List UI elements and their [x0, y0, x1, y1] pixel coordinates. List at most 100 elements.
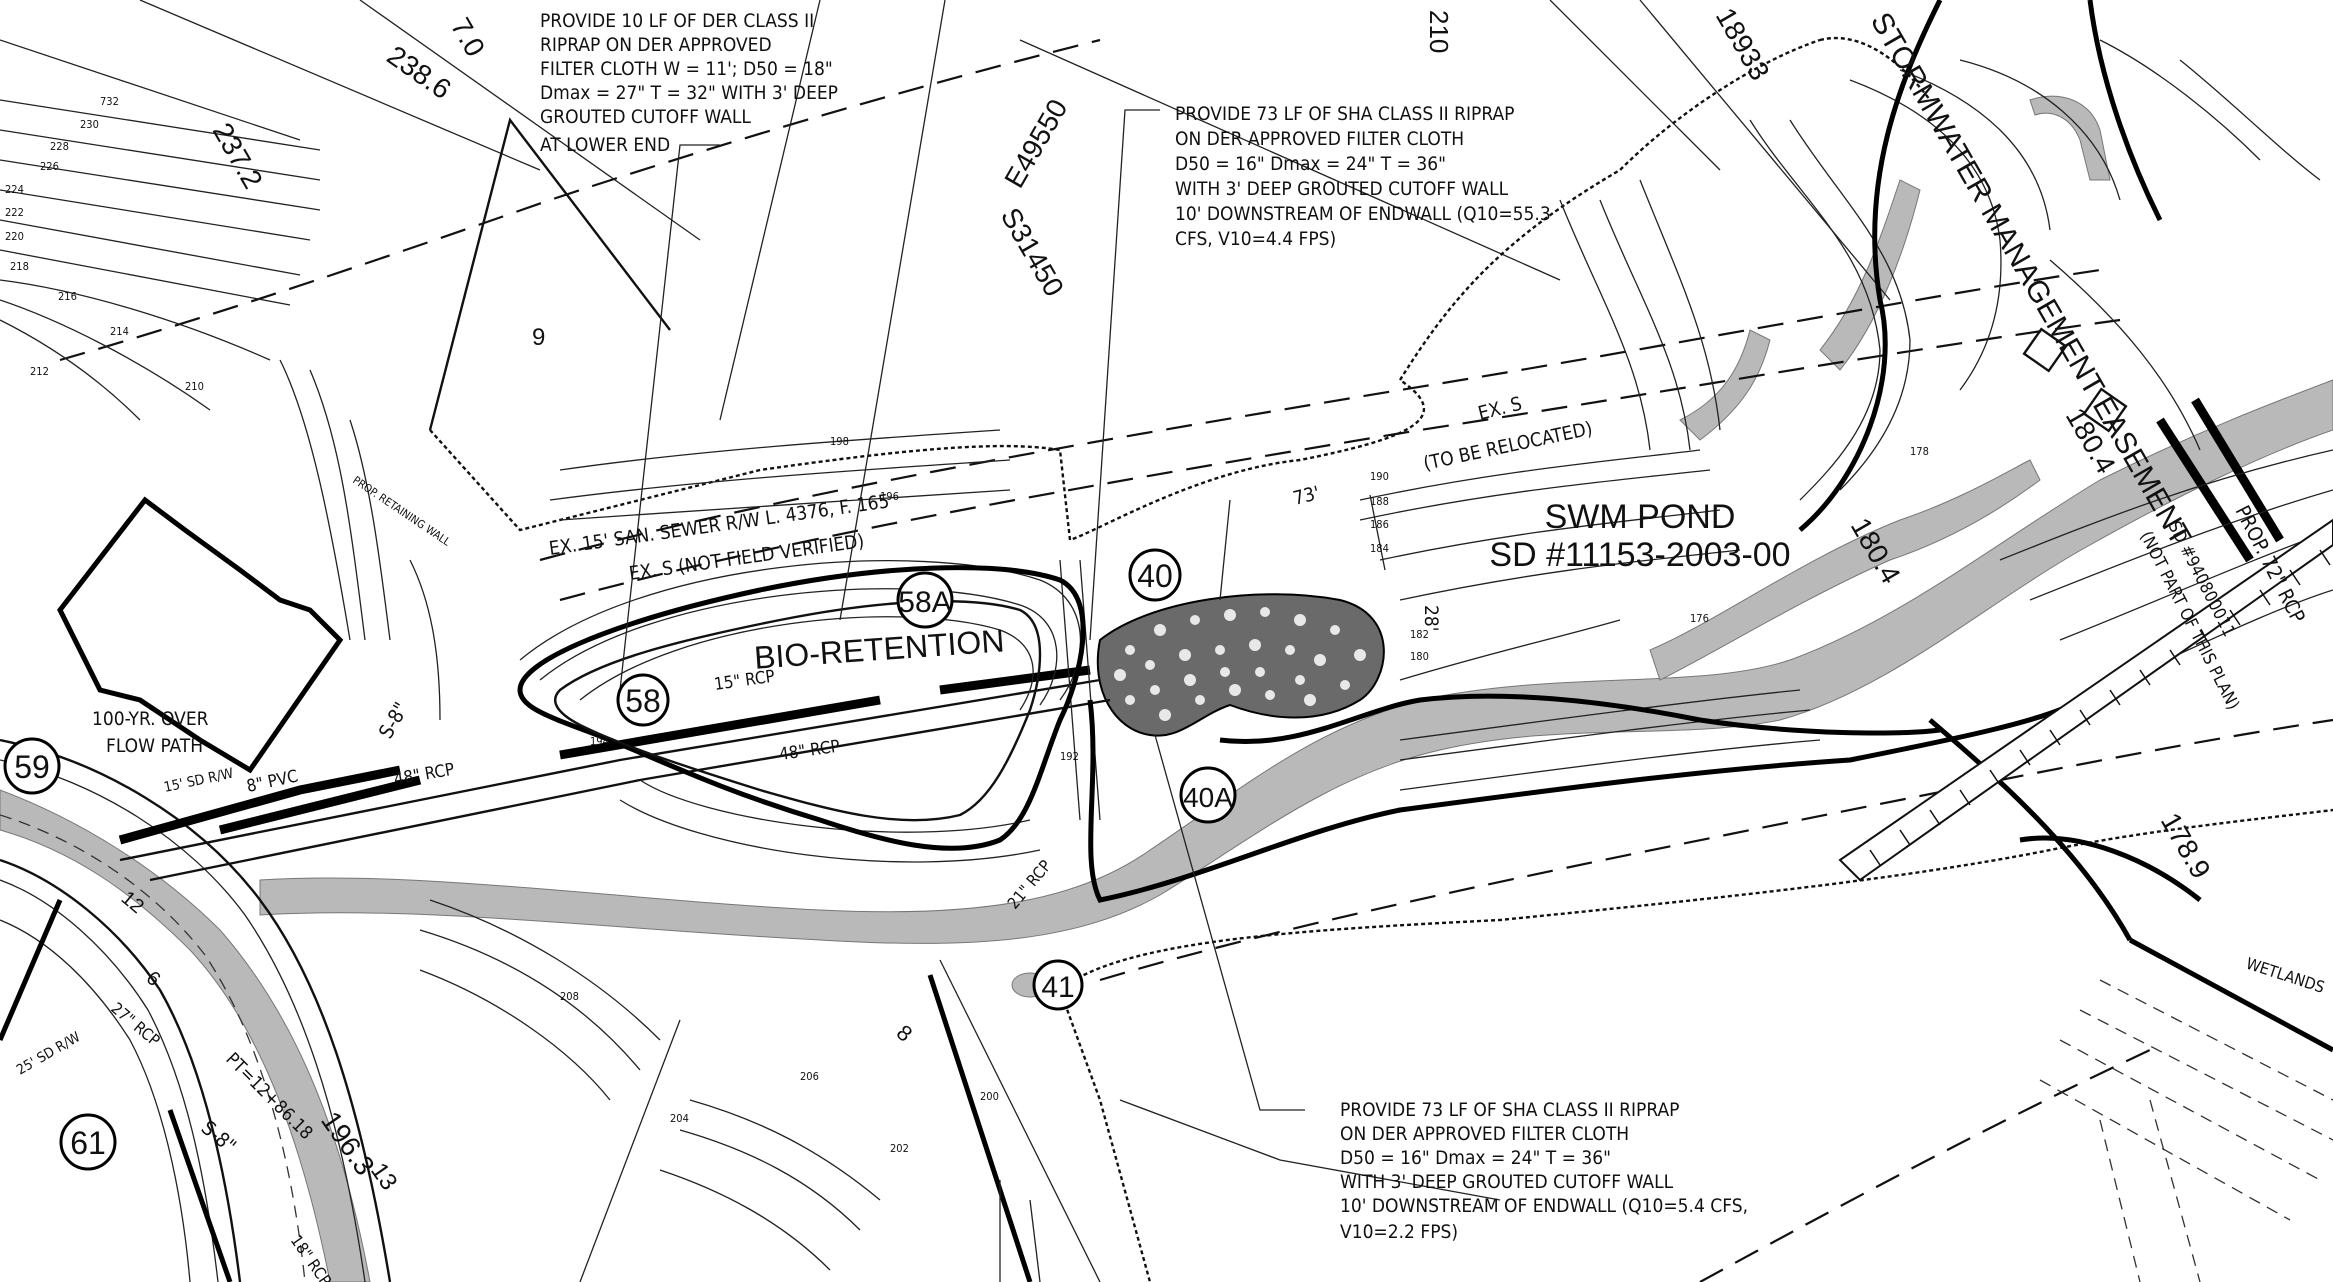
svg-text:58A: 58A: [898, 586, 951, 619]
num-70: 7.0: [445, 13, 491, 62]
s-8-label: S-8": [374, 698, 414, 743]
svg-text:10' DOWNSTREAM OF ENDWALL (Q10: 10' DOWNSTREAM OF ENDWALL (Q10=5.4 CFS,: [1340, 1195, 1748, 1217]
swale-channel: [259, 379, 2333, 945]
svg-text:732: 732: [100, 95, 119, 108]
svg-text:PROVIDE 73 LF OF SHA CLASS II: PROVIDE 73 LF OF SHA CLASS II RIPRAP: [1175, 103, 1514, 125]
coord-s: S31450: [995, 203, 1070, 302]
stream-line: [1928, 718, 2333, 1053]
svg-text:PROVIDE 10 LF OF DER CLASS II: PROVIDE 10 LF OF DER CLASS II: [540, 10, 814, 32]
svg-text:200: 200: [980, 1090, 999, 1103]
pond-bench-shade-3: [1679, 329, 1771, 441]
svg-text:224: 224: [5, 183, 24, 196]
structure-58a: 58A: [896, 571, 954, 629]
svg-text:Dmax = 27" T = 32" WITH 3' DE: Dmax = 27" T = 32" WITH 3' DEEP: [540, 82, 838, 104]
building-footprint: [57, 496, 344, 774]
svg-text:D50 = 16" Dmax = 24" T = 36": D50 = 16" Dmax = 24" T = 36": [1340, 1147, 1611, 1169]
svg-text:61: 61: [70, 1125, 106, 1161]
structure-58: 58: [616, 673, 670, 727]
svg-text:180: 180: [1410, 650, 1429, 663]
pond-outlet-line: [1087, 697, 2082, 903]
property-lines: [0, 0, 1891, 1282]
svg-text:204: 204: [670, 1112, 689, 1125]
slope-shade: [2029, 95, 2111, 181]
svg-text:10' DOWNSTREAM OF ENDWALL (Q10: 10' DOWNSTREAM OF ENDWALL (Q10=55.3: [1175, 203, 1551, 225]
svg-text:216: 216: [58, 290, 77, 303]
rcp-48a-label: 48" RCP: [778, 737, 841, 765]
pond-bench-shade: [1649, 459, 2041, 681]
callout-riprap-sha-bottom: PROVIDE 73 LF OF SHA CLASS II RIPRAP ON …: [1340, 1099, 1748, 1243]
svg-text:208: 208: [560, 990, 579, 1003]
callout-riprap-sha-top: PROVIDE 73 LF OF SHA CLASS II RIPRAP ON …: [1175, 103, 1551, 250]
bearing-2386: 238.6: [382, 40, 457, 106]
structure-40a: 40A: [1179, 766, 1237, 824]
rcp-15-label: 15" RCP: [713, 667, 776, 695]
svg-text:GROUTED CUTOFF WALL: GROUTED CUTOFF WALL: [540, 106, 751, 128]
wetlands-label: WETLANDS: [2244, 954, 2327, 997]
dim-73: 73': [1291, 482, 1322, 510]
wetland-hatch: [2039, 979, 2333, 1282]
structure-41: 41: [1032, 959, 1084, 1011]
svg-text:210: 210: [185, 380, 204, 393]
sd-rw-25-label: 25' SD R/W: [14, 1029, 84, 1078]
svg-text:41: 41: [1041, 971, 1074, 1004]
bearing-top: 18933: [1710, 3, 1776, 86]
bioretention-outline: [517, 565, 1086, 851]
svg-text:214: 214: [110, 325, 129, 338]
svg-text:WITH 3' DEEP GROUTED CUTOFF WA: WITH 3' DEEP GROUTED CUTOFF WALL: [1340, 1171, 1674, 1193]
svg-text:CFS, V10=4.4 FPS): CFS, V10=4.4 FPS): [1175, 228, 1336, 250]
svg-text:40: 40: [1137, 558, 1173, 594]
bearing-2372: 237.2: [207, 118, 269, 194]
svg-text:WITH 3' DEEP GROUTED CUTOFF WA: WITH 3' DEEP GROUTED CUTOFF WALL: [1175, 178, 1509, 200]
svg-text:178: 178: [1910, 445, 1929, 458]
rcp-48b-label: 48" RCP: [392, 760, 456, 790]
svg-text:RIPRAP ON DER APPROVED: RIPRAP ON DER APPROVED: [540, 34, 772, 56]
svg-text:AT LOWER END: AT LOWER END: [540, 134, 670, 156]
svg-text:226: 226: [40, 160, 59, 173]
swm-pond-label: SWM POND: [1545, 498, 1736, 536]
tree-line: [1798, 0, 1943, 532]
retaining-wall-label: PROP. RETAINING WALL: [350, 474, 453, 549]
lot-number: 9: [532, 324, 545, 351]
overflow-path-label-1: 100-YR. OVER: [92, 708, 209, 730]
svg-text:40A: 40A: [1183, 782, 1233, 813]
svg-text:212: 212: [30, 365, 49, 378]
svg-text:ON DER APPROVED FILTER CLOTH: ON DER APPROVED FILTER CLOTH: [1340, 1123, 1629, 1145]
svg-text:59: 59: [14, 749, 50, 785]
num-8: 8: [892, 1020, 917, 1047]
svg-text:222: 222: [5, 206, 24, 219]
svg-text:192: 192: [1060, 750, 1079, 763]
svg-text:228: 228: [50, 140, 69, 153]
svg-text:ON DER APPROVED FILTER CLOTH: ON DER APPROVED FILTER CLOTH: [1175, 128, 1464, 150]
swale-line: [1219, 693, 1941, 745]
contours: [0, 39, 2333, 1282]
svg-text:188: 188: [1370, 495, 1389, 508]
limit-of-disturbance: [429, 36, 2333, 1282]
structure-40: 40: [1128, 548, 1182, 602]
svg-text:190: 190: [1370, 470, 1389, 483]
riprap-area: [1096, 593, 1385, 737]
svg-text:206: 206: [800, 1070, 819, 1083]
svg-text:218: 218: [10, 260, 29, 273]
svg-text:PROVIDE 73 LF OF SHA CLASS II: PROVIDE 73 LF OF SHA CLASS II RIPRAP: [1340, 1099, 1679, 1121]
svg-text:184: 184: [1370, 542, 1389, 555]
s-8b-label: S-8": [197, 1115, 241, 1158]
endwall-square-2: [2082, 387, 2128, 433]
svg-text:202: 202: [890, 1142, 909, 1155]
svg-text:FILTER CLOTH W = 11'; D50 = 18: FILTER CLOTH W = 11'; D50 = 18": [540, 58, 833, 80]
svg-text:V10=2.2 FPS): V10=2.2 FPS): [1340, 1221, 1458, 1243]
svg-text:58: 58: [625, 683, 661, 719]
ex-s-label: EX. S: [1476, 393, 1524, 425]
bioretention-label: BIO-RETENTION: [753, 622, 1006, 675]
road-shoulder-shade: [0, 789, 371, 1282]
svg-text:182: 182: [1410, 628, 1429, 641]
bioretention-inner: [554, 600, 1042, 822]
callout-riprap-der: PROVIDE 10 LF OF DER CLASS II RIPRAP ON …: [540, 10, 838, 156]
swm-pond-id: SD #11153-2003-00: [1489, 536, 1790, 574]
svg-text:D50 = 16" Dmax = 24" T = 36": D50 = 16" Dmax = 24" T = 36": [1175, 153, 1446, 175]
contour-labels: 732 230 228 226 224 222 220 218 216 214 …: [5, 95, 1929, 1155]
structure-61: 61: [59, 1113, 117, 1171]
hatched-strip: [1838, 518, 2333, 882]
dim-28: 28': [1420, 605, 1442, 631]
svg-text:220: 220: [5, 230, 24, 243]
